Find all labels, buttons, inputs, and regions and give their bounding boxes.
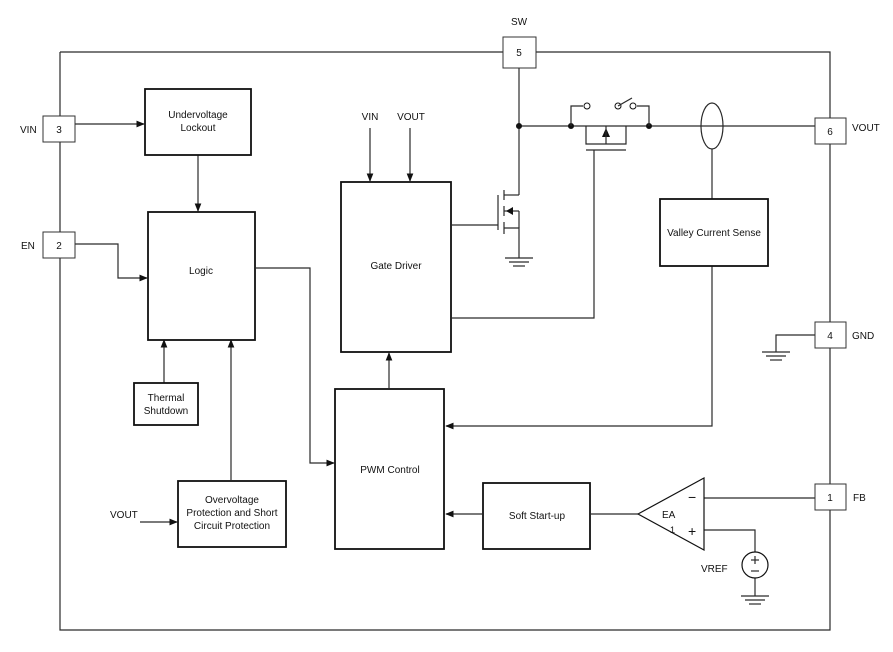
- pin-fb-number: 1: [827, 493, 833, 504]
- high-side-switch-icon: [570, 97, 650, 151]
- ea-to-vref-wire: [686, 529, 756, 552]
- uvlo-block: [144, 88, 252, 156]
- sw-node-dot: [516, 123, 522, 129]
- ovp-label-1: Overvoltage: [205, 495, 259, 506]
- logic-block: [147, 211, 256, 341]
- ea-plus-label: +: [688, 523, 696, 539]
- pin-gnd-label: GND: [852, 331, 874, 342]
- vref-label: VREF: [701, 564, 728, 575]
- thermal-label-2: Shutdown: [144, 406, 188, 417]
- pwm-control-block: [334, 388, 445, 550]
- pin-fb: [814, 483, 847, 511]
- pin-en-label: EN: [21, 241, 35, 252]
- ea-label: EA: [662, 510, 676, 521]
- uvlo-label-1: Undervoltage: [168, 110, 228, 121]
- uvlo-label-2: Lockout: [180, 123, 215, 134]
- ovp-block: [177, 480, 287, 548]
- pin-fb-label: FB: [853, 493, 866, 504]
- thermal-shutdown-block: [133, 382, 199, 426]
- logic-to-pwm-wire: [256, 267, 335, 467]
- ea-minus-label: −: [688, 489, 696, 505]
- thermal-label-1: Thermal: [148, 393, 185, 404]
- ovp-vout-label: VOUT: [110, 510, 138, 521]
- gate-driver-label: Gate Driver: [370, 261, 422, 272]
- en-to-logic-wire: [75, 243, 148, 282]
- low-side-mosfet-icon: [497, 190, 533, 267]
- valley-current-sense-block: [659, 198, 769, 267]
- pin-vin: [42, 115, 76, 143]
- pin-gnd-number: 4: [827, 331, 833, 342]
- gd-vout-label: VOUT: [397, 112, 425, 123]
- pwm-label: PWM Control: [360, 465, 419, 476]
- pin-vout: [814, 117, 847, 145]
- pin-en-number: 2: [56, 241, 62, 252]
- pin-vin-label: VIN: [20, 125, 37, 136]
- gate-high-wire: [452, 150, 595, 319]
- pin-vout-number: 6: [827, 127, 833, 138]
- ic-outline: [59, 51, 831, 631]
- pin-vout-label: VOUT: [852, 123, 880, 134]
- pin-sw-number: 5: [516, 48, 522, 59]
- ovp-label-3: Circuit Protection: [194, 521, 270, 532]
- pin-en: [42, 231, 76, 259]
- logic-label: Logic: [189, 266, 213, 277]
- valley-label: Valley Current Sense: [667, 228, 761, 239]
- pin-sw: [502, 36, 537, 69]
- pin-vin-number: 3: [56, 125, 62, 136]
- vref-source-icon: [741, 551, 769, 605]
- soft-start-label: Soft Start-up: [509, 511, 566, 522]
- soft-startup-block: [482, 482, 591, 550]
- pin-sw-label: SW: [511, 17, 528, 28]
- gate-driver-block: [340, 181, 452, 353]
- ea-one-label: 1: [670, 525, 675, 535]
- gd-vin-label: VIN: [362, 112, 379, 123]
- pin-gnd: [814, 321, 847, 349]
- valley-to-pwm-wire: [445, 266, 713, 430]
- error-amplifier-icon: [636, 476, 705, 552]
- ovp-label-2: Protection and Short: [186, 508, 277, 519]
- gnd-pin-ground-icon: [762, 334, 815, 361]
